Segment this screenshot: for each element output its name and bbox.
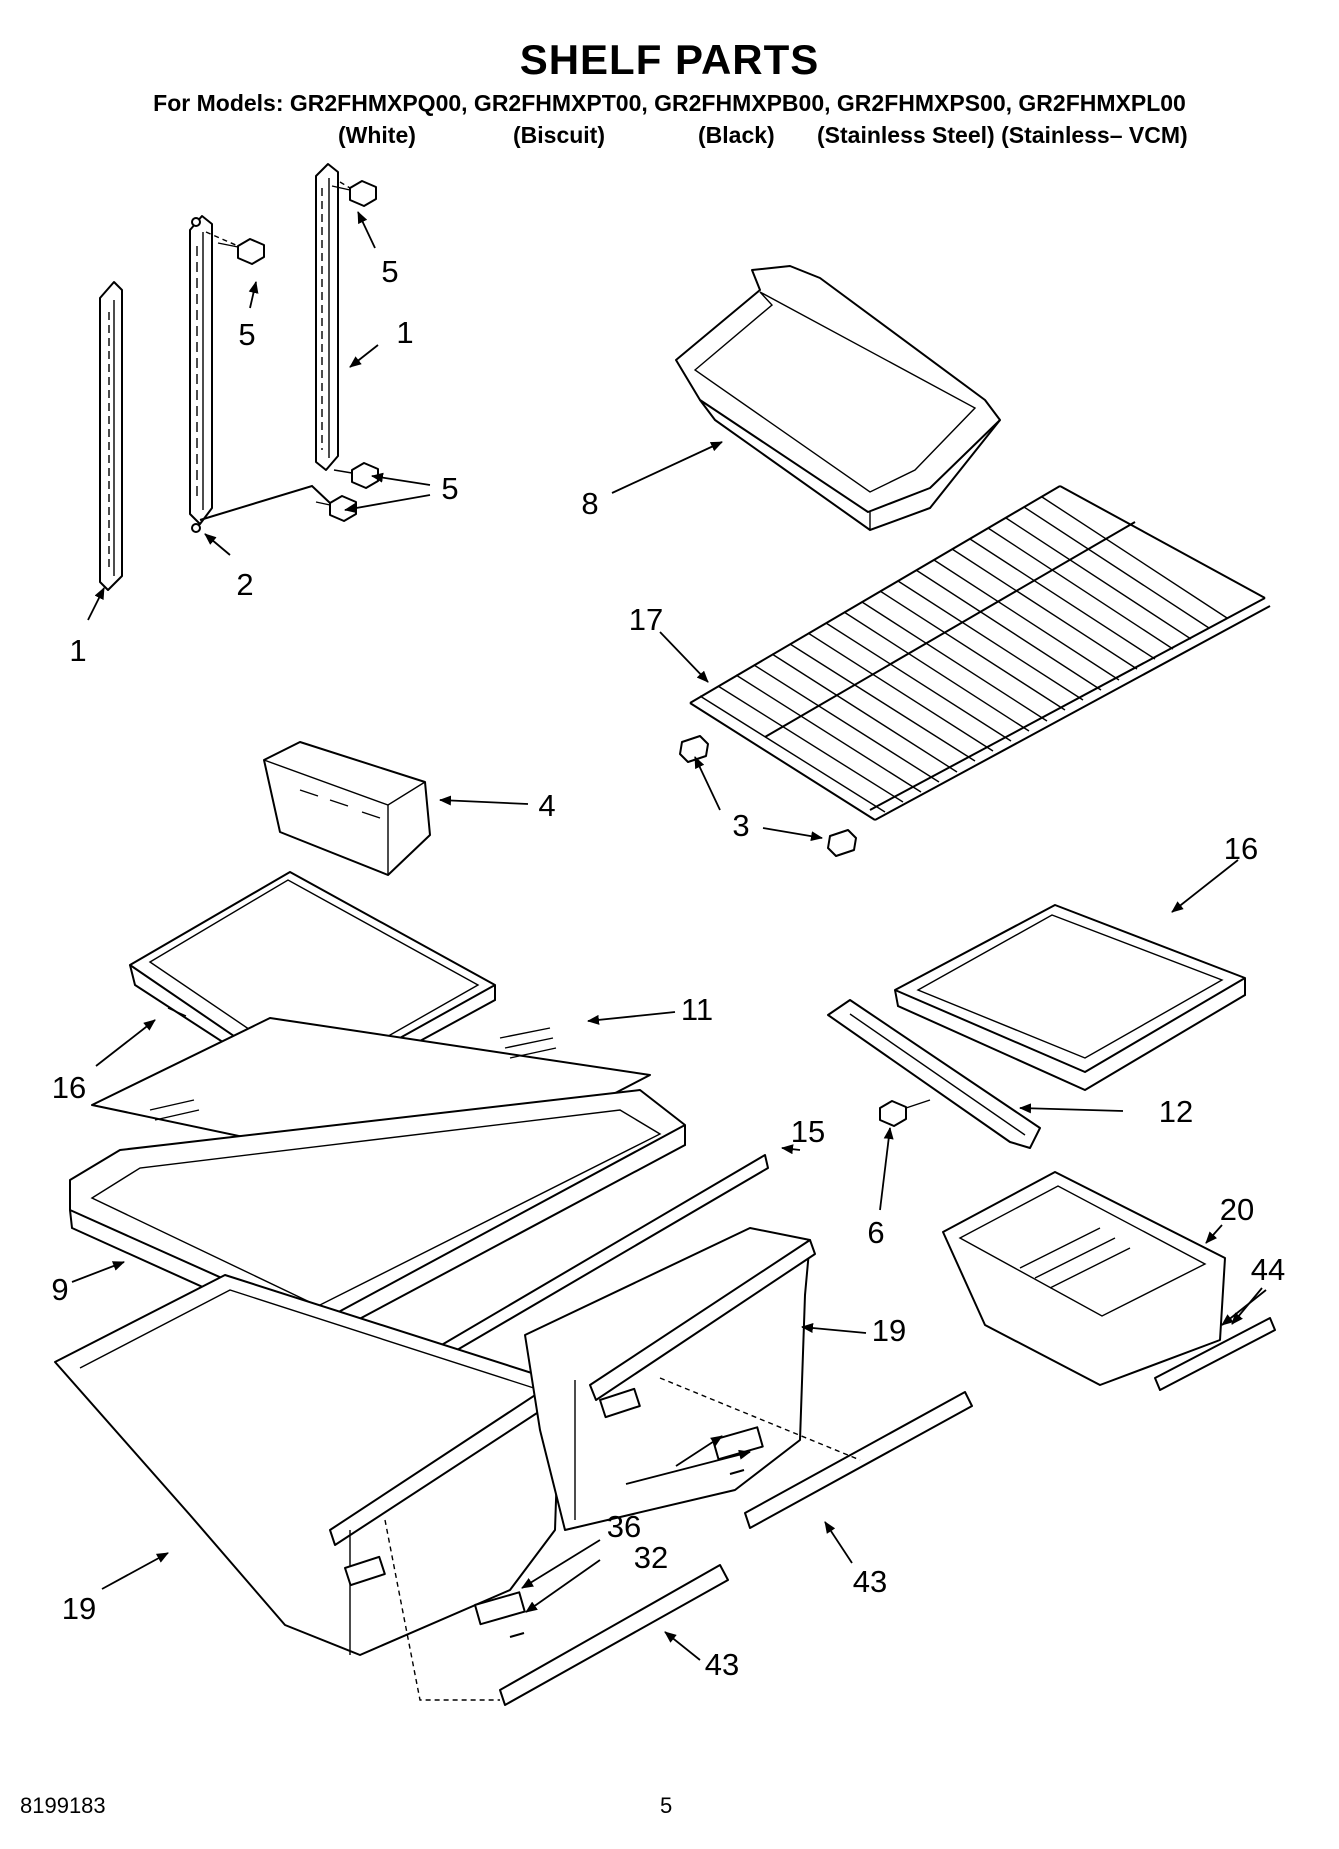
shelf-rail-right: [315, 163, 339, 471]
callout-8: 8: [581, 486, 599, 521]
callout-17: 17: [628, 602, 664, 637]
callout-32: 32: [633, 1540, 669, 1575]
crisper-cover-frame: [69, 1089, 686, 1342]
callout-12: 12: [1158, 1094, 1194, 1129]
callout-20: 20: [1219, 1192, 1255, 1227]
callout-15: 15: [790, 1114, 826, 1149]
callout-19-right: 19: [871, 1313, 907, 1348]
callout-1-right: 1: [396, 315, 414, 350]
callout-16-right: 16: [1223, 831, 1259, 866]
freezer-basket: [942, 1171, 1226, 1386]
variant-black: (Black): [698, 122, 775, 148]
page-number: 5: [660, 1793, 673, 1818]
callout-5-lower: 5: [441, 471, 459, 506]
shelf-rail-left: [99, 281, 123, 591]
page-title: SHELF PARTS: [519, 36, 820, 83]
wire-shelf: [689, 485, 1271, 821]
shelf-bracket: [827, 999, 1041, 1149]
variant-stainless: (Stainless Steel) (Stainless– VCM): [817, 122, 1188, 148]
callout-19-left: 19: [61, 1591, 97, 1626]
document-number: 8199183: [20, 1793, 106, 1818]
callout-16-left: 16: [51, 1070, 87, 1105]
shelf-rail-center: [189, 215, 213, 533]
callout-9: 9: [51, 1272, 69, 1307]
callout-5-upper: 5: [238, 317, 256, 352]
callout-4: 4: [538, 788, 556, 823]
variant-white: (White): [338, 122, 416, 148]
callout-36: 36: [606, 1509, 642, 1544]
crisper-drawer: [675, 265, 1001, 532]
freezer-shelf: [894, 904, 1246, 1092]
callout-1-left: 1: [69, 633, 87, 668]
callout-11: 11: [680, 992, 714, 1027]
callout-43-right: 43: [852, 1564, 888, 1599]
callout-44: 44: [1250, 1252, 1286, 1287]
models-line: For Models: GR2FHMXPQ00, GR2FHMXPT00, GR…: [153, 90, 1186, 116]
callout-2: 2: [236, 567, 254, 602]
callout-6: 6: [867, 1215, 885, 1250]
drawer-trim-strip: [499, 1317, 1276, 1706]
shelf-stop: [679, 735, 857, 857]
callout-5-top: 5: [381, 254, 399, 289]
door-bin: [263, 741, 431, 876]
leader-arrows: [71, 211, 1267, 1661]
variant-biscuit: (Biscuit): [513, 122, 605, 148]
callout-43-left: 43: [704, 1647, 740, 1682]
guide-lines: [384, 1377, 861, 1701]
callout-3: 3: [732, 808, 750, 843]
